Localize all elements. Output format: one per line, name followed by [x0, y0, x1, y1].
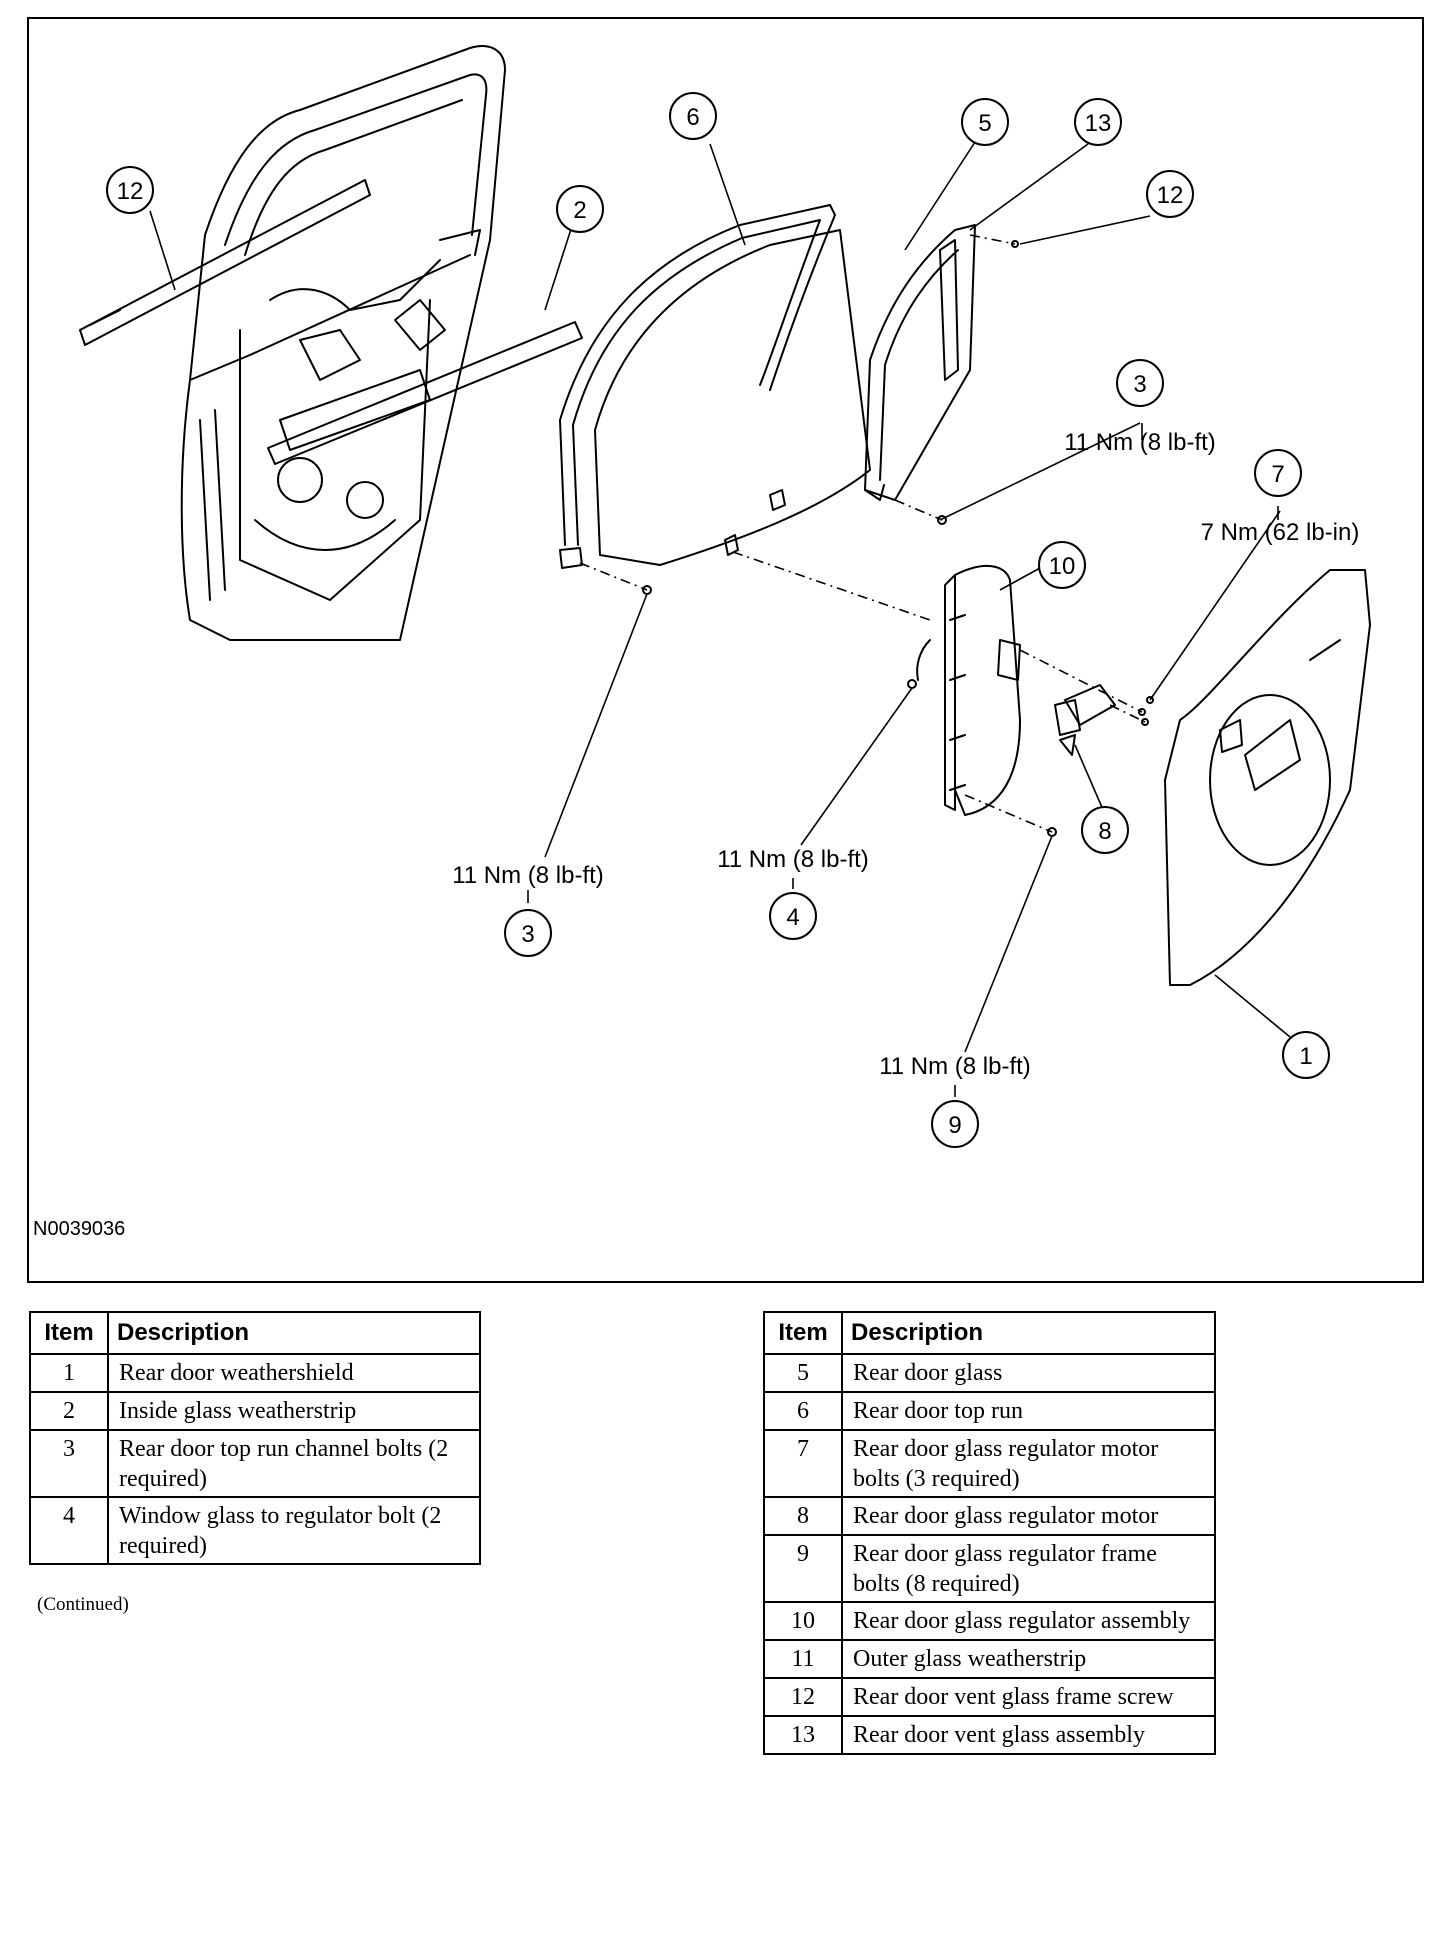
legend-header-row: Item Description — [29, 1311, 481, 1355]
legend-header-item: Item — [763, 1311, 843, 1355]
legend-item-description: Outer glass weatherstrip — [841, 1639, 1216, 1679]
legend-row: 12 Rear door vent glass frame screw — [763, 1677, 1216, 1717]
legend-item-number: 6 — [763, 1391, 843, 1431]
legend-row: 10 Rear door glass regulator assembly — [763, 1601, 1216, 1641]
legend-item-number: 13 — [763, 1715, 843, 1755]
callout-9: 9 — [948, 1112, 961, 1139]
legend-item-description: Rear door top run channel bolts (2 requi… — [107, 1429, 481, 1498]
torque-label-7: 7 Nm (62 lb-in) — [1201, 519, 1360, 546]
legend-row: 9 Rear door glass regulator frame bolts … — [763, 1534, 1216, 1603]
torque-label-3-upper: 11 Nm (8 lb-ft) — [1064, 429, 1216, 456]
legend-item-description: Rear door glass regulator frame bolts (8… — [841, 1534, 1216, 1603]
legend-item-description: Rear door glass regulator motor bolts (3… — [841, 1429, 1216, 1498]
legend-item-number: 4 — [29, 1496, 109, 1565]
legend-row: 7 Rear door glass regulator motor bolts … — [763, 1429, 1216, 1498]
fastener-bolts — [642, 240, 1154, 837]
legend-item-number: 1 — [29, 1353, 109, 1393]
legend-header-description: Description — [841, 1311, 1216, 1355]
legend-table-left: Item Description 1 Rear door weathershie… — [29, 1311, 481, 1565]
legend-header-row: Item Description — [763, 1311, 1216, 1355]
outer-glass-weatherstrip-drawing — [79, 179, 371, 346]
legend-item-number: 12 — [763, 1677, 843, 1717]
legend-item-number: 5 — [763, 1353, 843, 1393]
legend-row: 3 Rear door top run channel bolts (2 req… — [29, 1429, 481, 1498]
legend-item-description: Rear door glass regulator motor — [841, 1496, 1216, 1536]
callout-13: 13 — [1085, 110, 1112, 137]
legend-item-number: 3 — [29, 1429, 109, 1498]
callout-3-upper: 3 — [1133, 371, 1146, 398]
callout-11: 12 — [117, 178, 144, 205]
rear-door-glass-regulator-assembly-drawing — [916, 564, 1021, 816]
callout-2: 2 — [573, 197, 586, 224]
legend-row: 6 Rear door top run — [763, 1391, 1216, 1431]
torque-label-3-lower: 11 Nm (8 lb-ft) — [452, 862, 604, 889]
rear-door-glass-drawing — [594, 229, 871, 566]
rear-door-glass-regulator-motor-drawing — [1054, 684, 1116, 756]
callout-8: 8 — [1098, 818, 1111, 845]
legend-item-number: 7 — [763, 1429, 843, 1498]
legend-item-description: Rear door vent glass assembly — [841, 1715, 1216, 1755]
legend-row: 1 Rear door weathershield — [29, 1353, 481, 1393]
torque-label-4: 11 Nm (8 lb-ft) — [717, 846, 869, 873]
continued-note: (Continued) — [37, 1594, 129, 1615]
leader-lines — [149, 141, 1291, 1097]
legend-row: 8 Rear door glass regulator motor — [763, 1496, 1216, 1536]
rear-door-top-run-drawing — [559, 204, 836, 569]
legend-row: 4 Window glass to regulator bolt (2 requ… — [29, 1496, 481, 1565]
legend-row: 5 Rear door glass — [763, 1353, 1216, 1393]
diagram-frame — [27, 17, 1424, 1283]
legend-item-description: Rear door top run — [841, 1391, 1216, 1431]
torque-label-9: 11 Nm (8 lb-ft) — [879, 1053, 1031, 1080]
legend-item-description: Rear door glass — [841, 1353, 1216, 1393]
legend-row: 2 Inside glass weatherstrip — [29, 1391, 481, 1431]
callout-3-lower: 3 — [521, 921, 534, 948]
callout-10: 10 — [1049, 553, 1076, 580]
exploded-view-diagram: 12 2 6 5 13 12 3 7 10 8 1 3 4 9 11 Nm (8… — [79, 45, 1371, 1148]
inside-glass-weatherstrip-drawing — [267, 321, 583, 465]
callout-5: 5 — [978, 110, 991, 137]
legend-item-description: Window glass to regulator bolt (2 requir… — [107, 1496, 481, 1565]
figure-id: N0039036 — [33, 1218, 126, 1240]
legend-item-number: 9 — [763, 1534, 843, 1603]
legend-row: 13 Rear door vent glass assembly — [763, 1715, 1216, 1755]
callout-1: 1 — [1299, 1043, 1312, 1070]
legend-item-description: Rear door vent glass frame screw — [841, 1677, 1216, 1717]
callout-circles — [106, 92, 1330, 1148]
callout-6: 6 — [686, 104, 699, 131]
callout-4: 4 — [786, 904, 799, 931]
legend-item-description: Rear door glass regulator assembly — [841, 1601, 1216, 1641]
legend-header-item: Item — [29, 1311, 109, 1355]
rear-door-vent-glass-assembly-drawing — [864, 224, 976, 501]
alignment-lines — [579, 234, 1146, 833]
legend-item-number: 2 — [29, 1391, 109, 1431]
rear-door-weathershield-drawing — [1164, 569, 1371, 986]
legend-item-number: 11 — [763, 1639, 843, 1679]
legend-item-number: 8 — [763, 1496, 843, 1536]
legend-header-description: Description — [107, 1311, 481, 1355]
legend-item-number: 10 — [763, 1601, 843, 1641]
callout-12: 12 — [1157, 182, 1184, 209]
legend-table-right: Item Description 5 Rear door glass 6 Rea… — [763, 1311, 1216, 1755]
legend-item-description: Inside glass weatherstrip — [107, 1391, 481, 1431]
door-shell-drawing — [180, 45, 506, 641]
legend-item-description: Rear door weathershield — [107, 1353, 481, 1393]
callout-7: 7 — [1271, 461, 1284, 488]
legend-row: 11 Outer glass weatherstrip — [763, 1639, 1216, 1679]
